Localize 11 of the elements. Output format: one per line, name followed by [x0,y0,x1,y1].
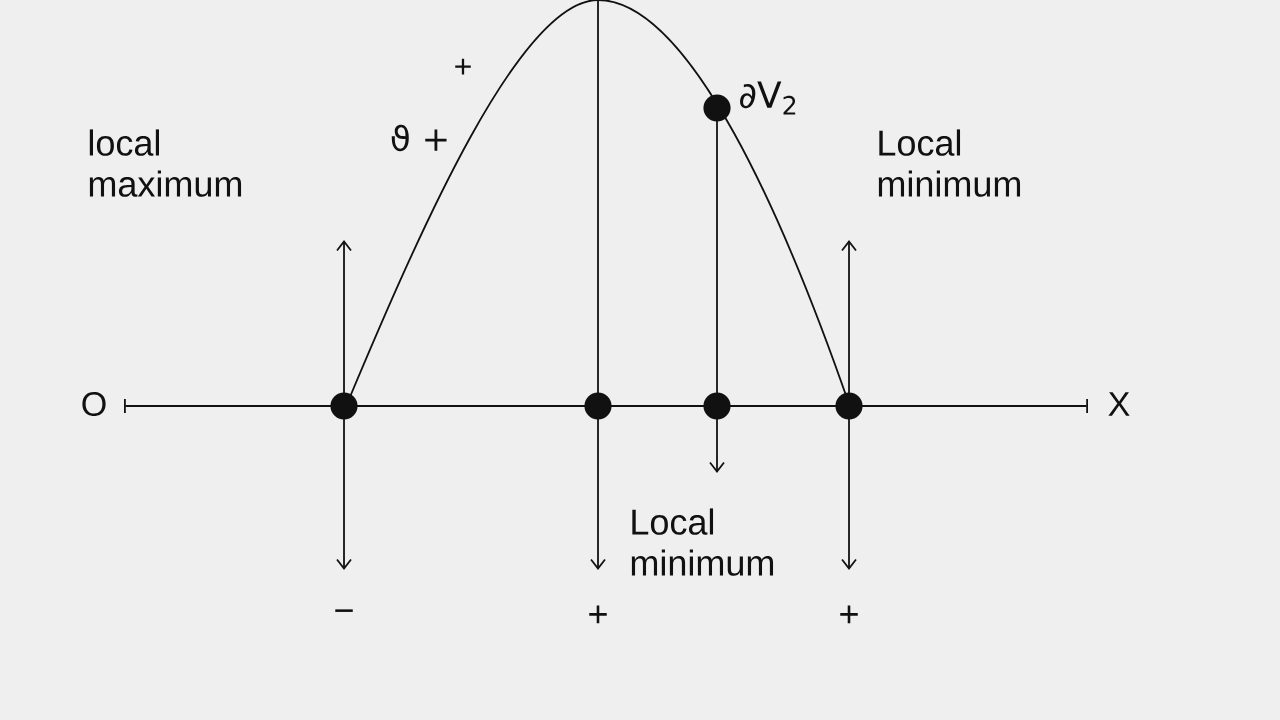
sign-label: − [335,609,353,612]
sign-label: + [455,58,471,75]
annotation-label: local maximum [89,129,242,197]
origin-label: O [82,391,106,417]
symbol-label: ∂V$_{2}$ [740,81,796,115]
sign-label: + [589,605,607,624]
sign-label: + [840,605,858,624]
annotation-label: Local minimum [878,129,1021,197]
axis-label: X [1108,392,1130,416]
symbol-label: ϑ + [391,124,447,152]
annotation-label: Local minimum [631,508,774,576]
